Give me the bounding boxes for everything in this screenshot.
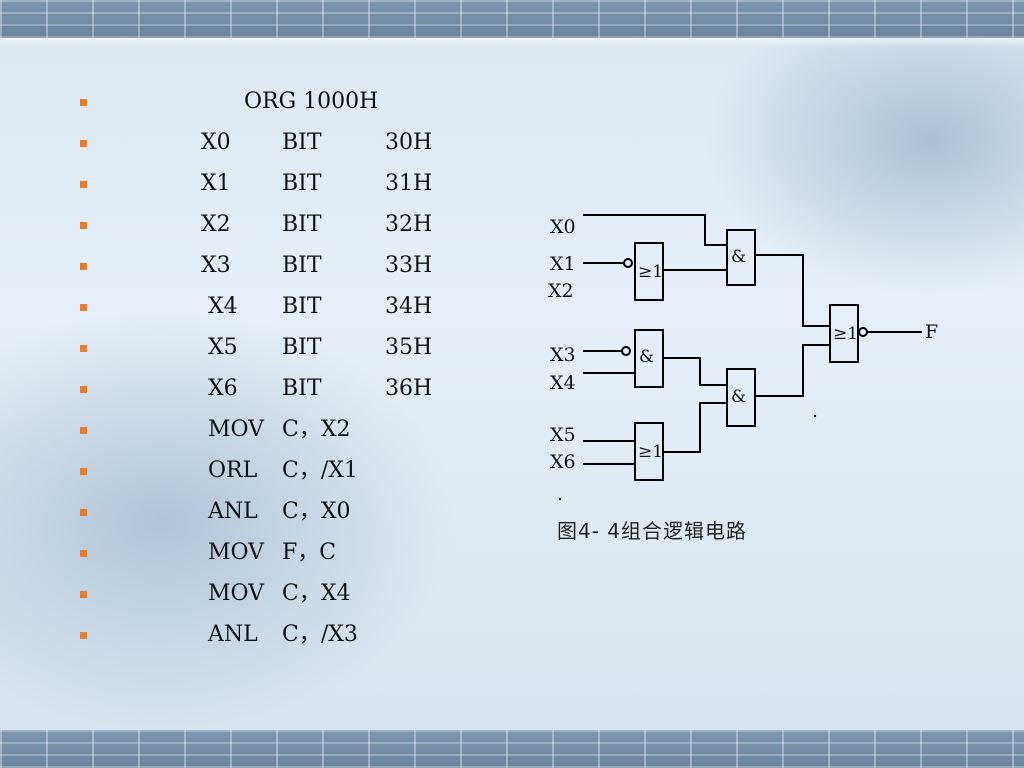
bullet-icon [80, 591, 87, 598]
bottom-wall-band [0, 730, 1024, 768]
bullet-icon [80, 632, 87, 639]
code-operand: 34H [385, 294, 433, 319]
and-gate-3 [726, 368, 756, 427]
input-label-x5: X5 [550, 424, 576, 446]
code-label: X5 [208, 335, 238, 360]
bullet-icon [80, 263, 87, 270]
or-gate-1 [634, 242, 664, 301]
code-line: ANL C，X0 [0, 494, 520, 530]
code-op: BIT [282, 130, 322, 155]
wire-x0 [583, 214, 727, 246]
code-label: X3 [201, 253, 231, 278]
top-wall-band [0, 0, 1024, 38]
wire [663, 402, 727, 453]
code-operand: 31H [385, 171, 433, 196]
code-line: X2 BIT 32H [0, 207, 520, 243]
figure-caption: 图4- 4组合逻辑电路 [557, 519, 748, 543]
code-line: X6 BIT 36H [0, 371, 520, 407]
code-operands: C，/X1 [282, 458, 358, 483]
code-mnemonic: MOV [208, 581, 265, 606]
code-operand: 35H [385, 335, 433, 360]
code-operands: C，/X3 [282, 622, 358, 647]
code-operands: F，C [282, 540, 337, 565]
bullet-icon [80, 99, 87, 106]
bullet-icon [80, 550, 87, 557]
assembly-code-list: ORG 1000H X0 BIT 30H X1 BIT 31H X2 BIT 3… [0, 84, 520, 653]
code-operand: 33H [385, 253, 433, 278]
code-label: X1 [201, 171, 231, 196]
stray-dot [813, 414, 817, 418]
code-line: ANL C，/X3 [0, 617, 520, 653]
wire [663, 357, 727, 386]
code-operands: C，X2 [282, 417, 351, 442]
bullet-icon [80, 345, 87, 352]
input-label-x6: X6 [550, 451, 576, 473]
input-label-x2: X2 [548, 280, 574, 302]
and-gate-2-symbol: & [639, 347, 654, 367]
code-line: X0 BIT 30H [0, 125, 520, 161]
inverter-bubble [858, 327, 868, 337]
code-mnemonic: ORL [208, 458, 258, 483]
code-operand: 36H [385, 376, 433, 401]
code-line: ORG 1000H [0, 84, 520, 120]
inverter-bubble [621, 346, 631, 356]
code-operands: C，X0 [282, 499, 351, 524]
nor-gate-output [829, 304, 859, 363]
code-op: BIT [282, 294, 322, 319]
code-line: MOV C，X4 [0, 576, 520, 612]
bullet-icon [80, 140, 87, 147]
code-line: X3 BIT 33H [0, 248, 520, 284]
code-label: X2 [201, 212, 231, 237]
code-line: ORL C，/X1 [0, 453, 520, 489]
code-line: X1 BIT 31H [0, 166, 520, 202]
code-mnemonic: ANL [208, 622, 258, 647]
and-gate-3-symbol: & [731, 387, 746, 407]
bullet-icon [80, 181, 87, 188]
logic-circuit-diagram: X0 X1 X2 X3 X4 X5 X6 F ≥1 & & ≥1 & ≥1 [548, 214, 938, 501]
code-label: X6 [208, 376, 238, 401]
nor-gate-symbol: ≥1 [833, 324, 858, 344]
code-line: X4 BIT 34H [0, 289, 520, 325]
code-line: MOV C，X2 [0, 412, 520, 448]
code-op: BIT [282, 171, 322, 196]
code-op: BIT [282, 212, 322, 237]
input-label-x4: X4 [550, 372, 576, 394]
input-label-x3: X3 [550, 344, 576, 366]
code-mnemonic: MOV [208, 417, 265, 442]
output-label-f: F [925, 321, 938, 343]
and-gate-1 [726, 229, 756, 286]
bullet-icon [80, 427, 87, 434]
top-mist [0, 38, 1024, 48]
or-gate-2-symbol: ≥1 [638, 442, 663, 462]
wire [755, 254, 830, 327]
and-gate-1-symbol: & [731, 247, 746, 267]
code-mnemonic: ANL [208, 499, 258, 524]
wire [755, 344, 830, 397]
bullet-icon [80, 222, 87, 229]
input-label-x1: X1 [550, 253, 576, 275]
code-label: X0 [201, 130, 231, 155]
code-mnemonic: MOV [208, 540, 265, 565]
code-op: BIT [282, 253, 322, 278]
code-operand: 30H [385, 130, 433, 155]
bullet-icon [80, 386, 87, 393]
code-operand: 32H [385, 212, 433, 237]
input-label-x0: X0 [550, 216, 576, 238]
or-gate-1-symbol: ≥1 [638, 262, 663, 282]
bullet-icon [80, 468, 87, 475]
bullet-icon [80, 304, 87, 311]
code-op: BIT [282, 376, 322, 401]
code-label: X4 [208, 294, 238, 319]
bullet-icon [80, 509, 87, 516]
inverter-bubble [623, 258, 633, 268]
code-directive: ORG 1000H [244, 89, 379, 114]
code-line: MOV F，C [0, 535, 520, 571]
code-operands: C，X4 [282, 581, 351, 606]
code-line: X5 BIT 35H [0, 330, 520, 366]
stray-dot [558, 497, 562, 501]
code-op: BIT [282, 335, 322, 360]
